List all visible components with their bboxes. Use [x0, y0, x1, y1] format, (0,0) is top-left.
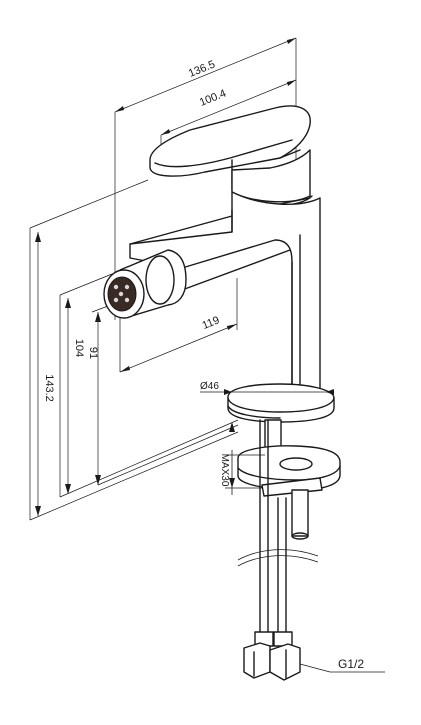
dimension-baselines — [59, 419, 239, 498]
callout-thread: G1/2 — [299, 657, 385, 673]
hose-fittings — [243, 631, 301, 681]
label-height-total: 143.2 — [43, 374, 55, 402]
label-hole-diameter: Ø46 — [200, 381, 219, 392]
faucet-body — [129, 191, 321, 396]
label-max-thickness: MAX30 — [219, 454, 230, 487]
faucet-base: Ø46 — [200, 381, 335, 423]
label-width-spout: 100.4 — [198, 87, 228, 108]
label-reach: 119 — [200, 314, 221, 332]
label-connection-thread: G1/2 — [338, 657, 364, 671]
nozzle-aerator — [103, 269, 145, 319]
label-height-nozzle: 91 — [87, 347, 99, 359]
dimension-height-nozzle: 91 — [87, 305, 109, 485]
dimension-height-total: 143.2 — [29, 179, 239, 521]
label-height-spout: 104 — [73, 339, 85, 357]
faucet-handle — [149, 105, 311, 191]
mounting-kit: MAX30 — [219, 419, 341, 540]
flexible-hoses — [237, 419, 319, 641]
dimension-height-spout: 104 — [59, 273, 113, 497]
